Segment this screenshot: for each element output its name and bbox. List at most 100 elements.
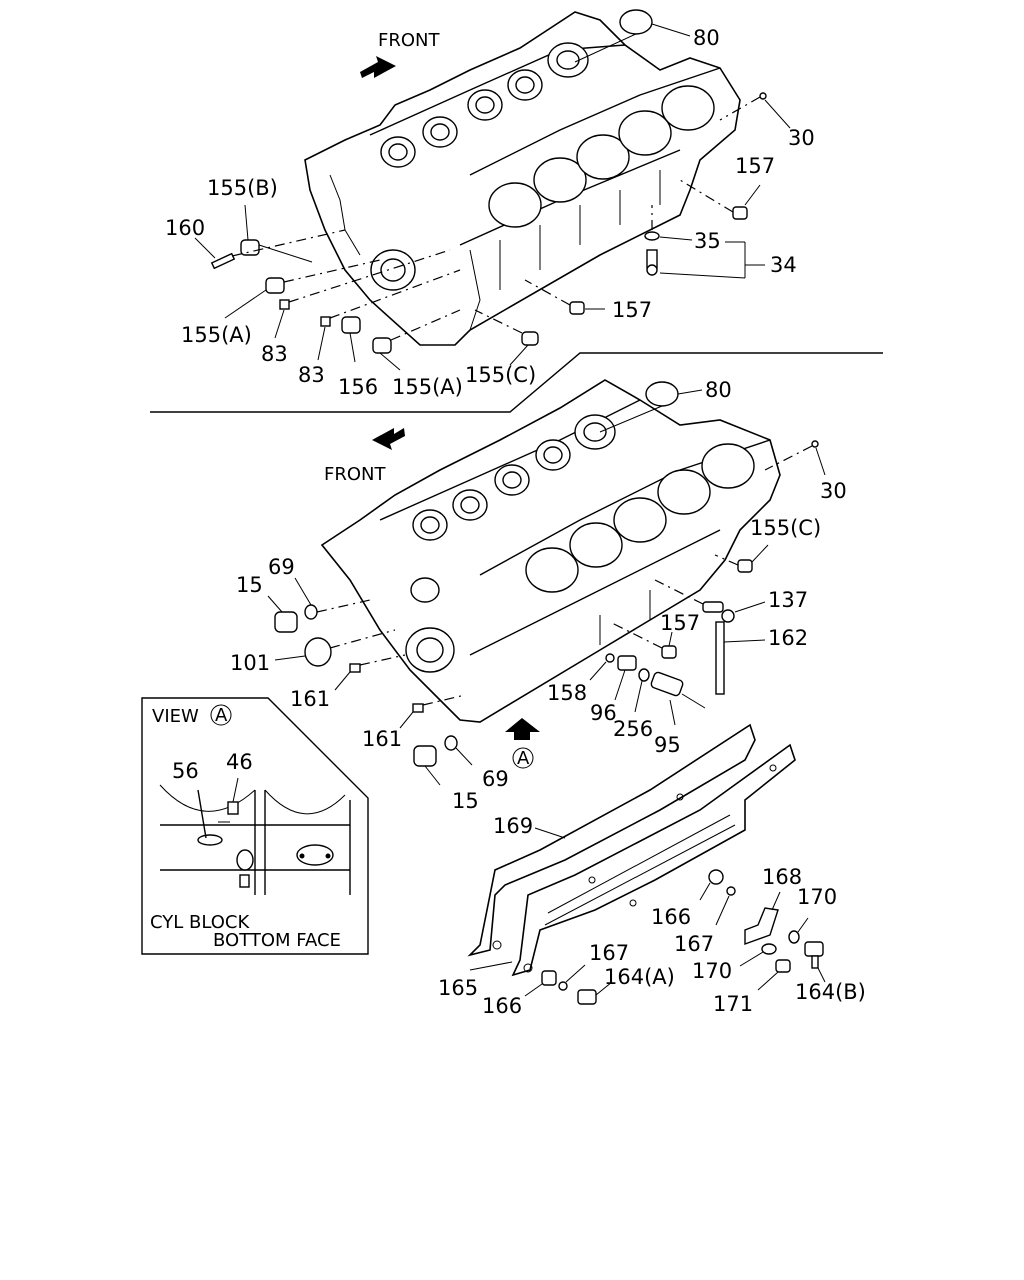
part-69-upper [294,577,371,620]
part-46 [227,777,239,815]
part-161-lower [399,694,466,729]
part-155a-center [372,309,461,371]
label-170: 170 [692,959,732,983]
part-155c-upper [474,309,539,366]
part-155a-left [224,259,381,319]
label-164b: 164(B) [795,980,866,1004]
part-155b [240,204,313,263]
label-169: 169 [493,814,533,838]
upper-cylinder-block [304,11,741,346]
part-80-upper [574,9,691,63]
label-56: 56 [172,759,199,783]
inset-title-circle: A [215,705,228,726]
inset-view-a: VIEW A 56 46 CYL BLOCK BOTTOM FACE [141,697,369,955]
part-15-lower [413,745,441,786]
label-157: 157 [612,298,652,322]
part-161-upper [334,654,406,691]
label-158: 158 [547,681,587,705]
label-34: 34 [770,253,797,277]
label-162: 162 [768,626,808,650]
label-164a: 164(A) [604,965,675,989]
part-166-right [699,869,724,901]
part-156 [341,316,361,363]
part-95 [650,671,706,726]
label-161: 161 [362,727,402,751]
part-167-right [715,886,736,926]
part-157-upper-lower [524,279,605,315]
label-171: 171 [713,992,753,1016]
view-a-marker: A [517,748,530,769]
upper-front-label: FRONT [378,30,440,51]
part-137 [654,579,766,623]
view-a-arrow-icon [505,718,540,769]
label-96: 96 [590,701,617,725]
part-69-lower [444,735,473,766]
inset-title: VIEW [152,706,199,727]
part-170-left [739,943,777,967]
part-168 [744,891,781,945]
part-157-lower [609,621,677,659]
front-arrow-icon [360,56,396,78]
label-161: 161 [290,687,330,711]
part-166-left [524,970,557,997]
label-101: 101 [230,651,270,675]
label-155c: 155(C) [465,363,536,387]
label-69: 69 [268,555,295,579]
part-83-left [274,249,451,339]
label-69: 69 [482,767,509,791]
label-167: 167 [674,932,714,956]
label-80: 80 [693,26,720,50]
label-166: 166 [482,994,522,1018]
label-256: 256 [613,717,653,741]
part-165-plate [511,743,796,977]
part-171 [757,959,791,991]
label-95: 95 [654,733,681,757]
label-137: 137 [768,588,808,612]
part-162 [715,621,766,695]
part-164a [577,981,613,1005]
part-101 [274,629,396,667]
label-155c: 155(C) [750,516,821,540]
front-arrow-icon [372,428,405,450]
label-157: 157 [660,611,700,635]
label-30: 30 [820,479,847,503]
label-167: 167 [589,941,629,965]
inset-caption: CYL BLOCK [150,912,250,933]
part-160 [194,229,346,270]
part-157-upper-right [679,179,761,220]
label-155a: 155(A) [181,323,252,347]
label-166: 166 [651,905,691,929]
section-divider [150,352,883,413]
label-165: 165 [438,976,478,1000]
part-164b [804,941,826,983]
label-15: 15 [452,789,479,813]
label-156: 156 [338,375,378,399]
lower-block-assembly: FRONT [230,378,847,813]
label-168: 168 [762,865,802,889]
part-167-left [558,964,586,991]
part-158 [589,653,615,681]
label-35: 35 [694,229,721,253]
baffle-assembly: 169 168 170 166 167 170 167 164(A) 165 1… [438,723,866,1018]
label-30: 30 [788,126,815,150]
part-35-34 [644,205,765,279]
upper-block-assembly: FRONT [165,9,815,399]
lower-cylinder-block [320,379,781,723]
part-15-upper [267,595,298,633]
inset-caption: BOTTOM FACE [213,930,341,951]
label-46: 46 [226,750,253,774]
part-96 [614,655,637,701]
part-30-lower [764,440,826,476]
part-56 [197,789,230,846]
part-30-upper [719,92,791,129]
part-155c-lower [714,544,769,573]
label-157: 157 [735,154,775,178]
label-170: 170 [797,885,837,909]
label-15: 15 [236,573,263,597]
label-83: 83 [298,363,325,387]
label-160: 160 [165,216,205,240]
lower-front-label: FRONT [324,464,386,485]
label-155b: 155(B) [207,176,278,200]
label-155a: 155(A) [392,375,463,399]
